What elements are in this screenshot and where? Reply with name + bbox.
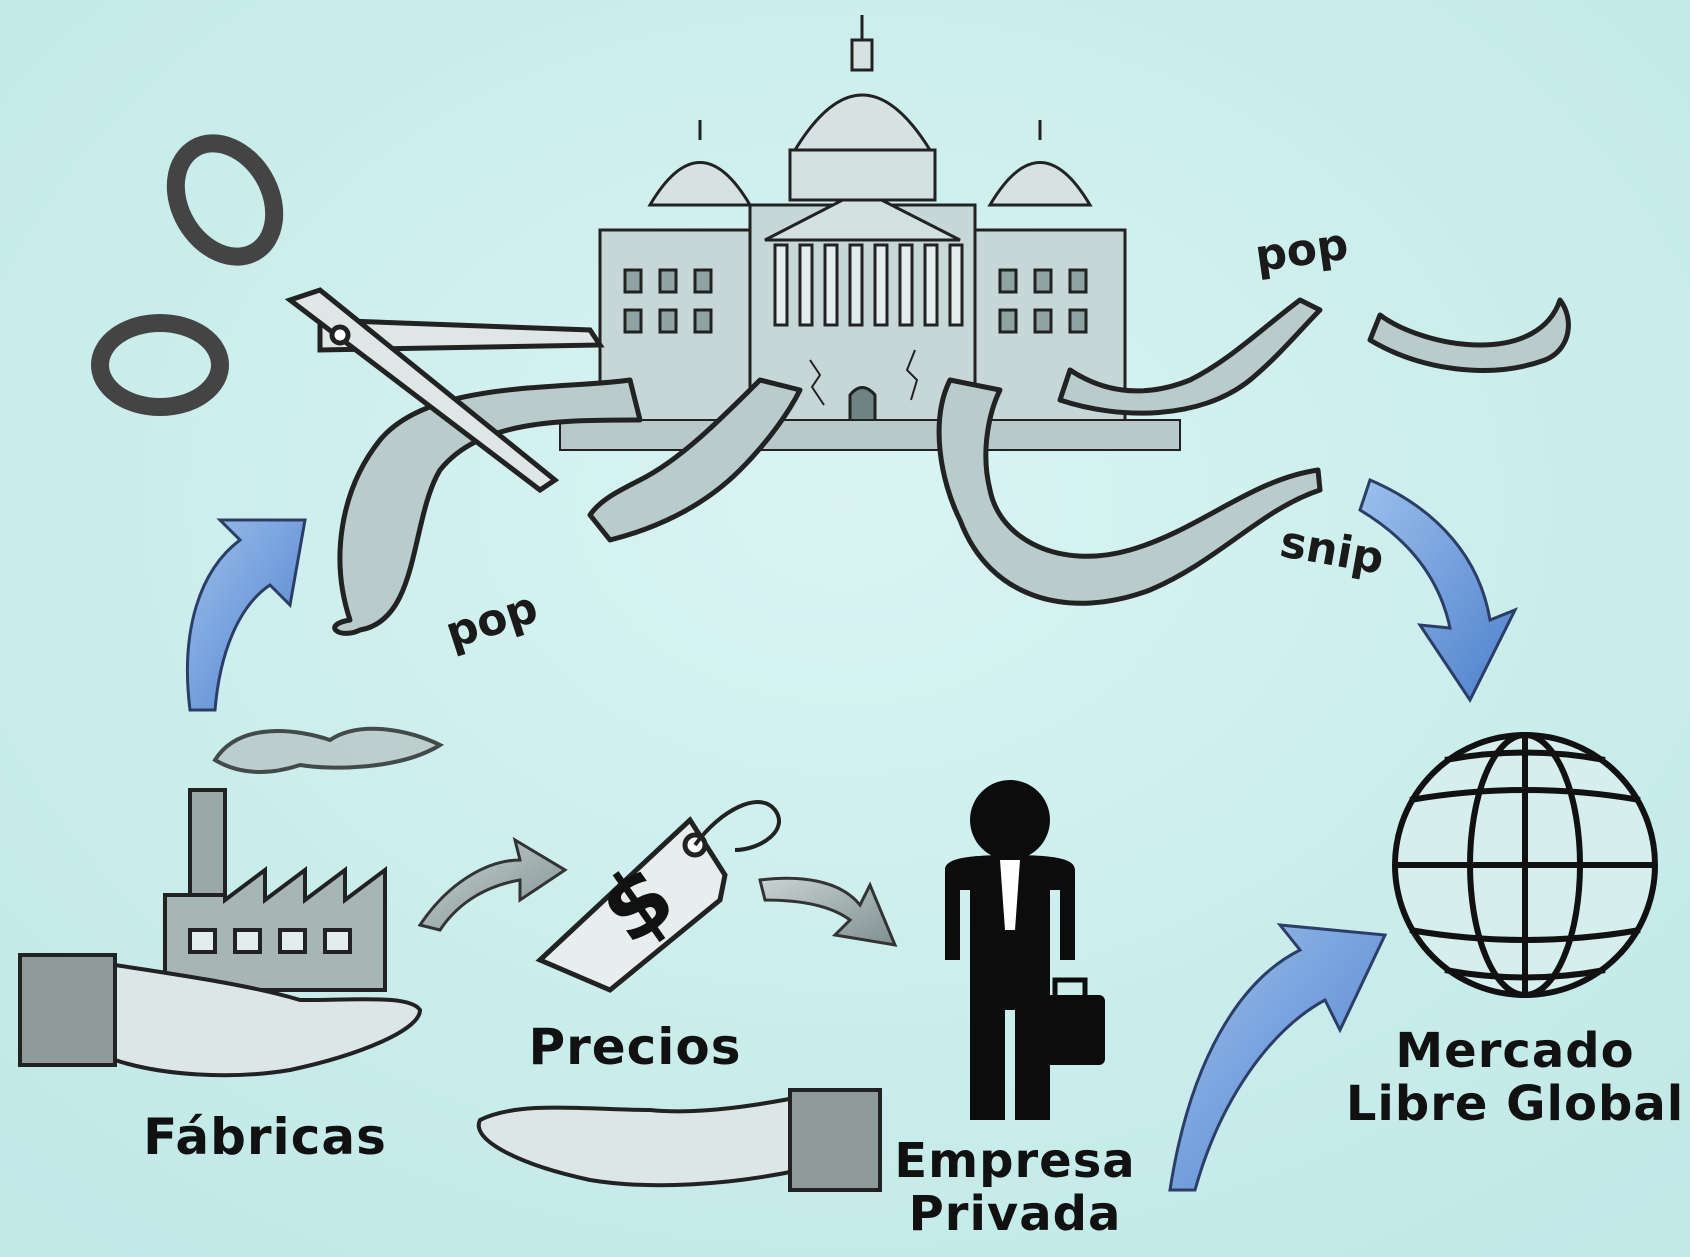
scissors-icon (91, 134, 605, 494)
label-global-free-market: Mercado Libre Global (1345, 1025, 1685, 1131)
arrow-company-to-globe (1168, 923, 1388, 1192)
arrow-factory-to-prices (417, 836, 568, 932)
arrow-factory-to-scissors (186, 518, 307, 712)
hand-icon-prices (476, 1088, 882, 1192)
label-market-line2: Libre Global (1345, 1075, 1685, 1132)
label-factories: Fábricas (143, 1108, 387, 1166)
hand-icon (18, 953, 423, 1078)
arrow-tentacles-to-globe (1358, 477, 1519, 703)
factory-icon (163, 726, 445, 992)
globe-icon (1392, 732, 1658, 998)
businessman-icon (945, 780, 1105, 1120)
label-private-company-line2: Privada (908, 1185, 1122, 1242)
label-prices: Precios (528, 1018, 742, 1076)
label-private-company-line1: Empresa (894, 1133, 1136, 1189)
octopus-tentacles-icon (332, 297, 1571, 636)
label-market-line1: Mercado (1395, 1023, 1635, 1079)
price-tag-icon: $ (535, 800, 781, 993)
arrow-prices-to-company (758, 876, 898, 947)
label-private-company: Empresa Privada (880, 1135, 1150, 1241)
capitol-base (559, 419, 1181, 451)
